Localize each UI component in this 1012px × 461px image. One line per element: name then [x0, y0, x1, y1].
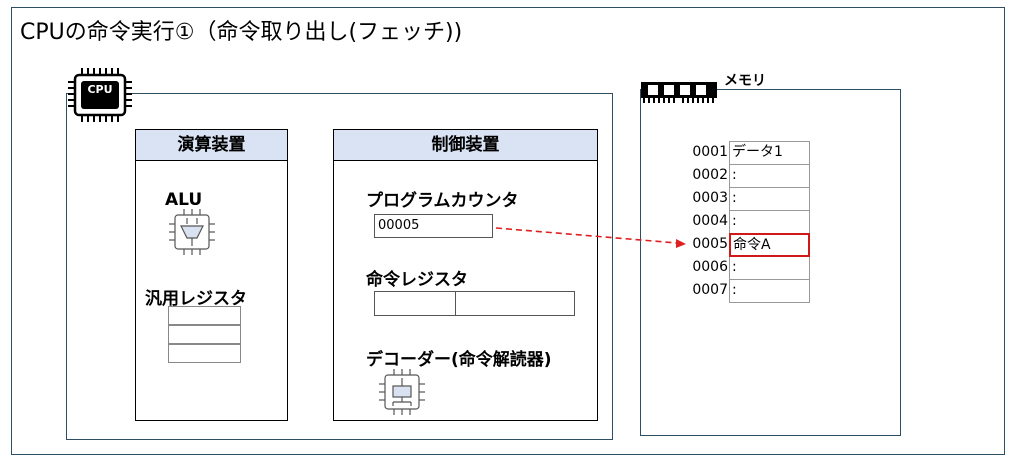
memory-address: 0004	[692, 213, 728, 229]
general-register-label: 汎用レジスタ	[145, 289, 247, 309]
cpu-container	[66, 93, 613, 440]
memory-address: 0002	[692, 167, 728, 183]
alu-chip-icon	[169, 209, 215, 255]
alu-label: ALU	[165, 190, 203, 210]
memory-module-icon	[641, 82, 717, 103]
diagram-frame	[11, 7, 1005, 455]
control-unit-header: 制御装置	[334, 130, 597, 161]
decoder-label: デコーダー(命令解読器)	[366, 350, 552, 370]
memory-label: メモリ	[724, 73, 766, 89]
instruction-register-label: 命令レジスタ	[366, 270, 468, 290]
memory-address: 0005	[692, 236, 728, 252]
instruction-register-operand	[455, 291, 575, 316]
memory-cell: :	[729, 187, 810, 211]
memory-address: 0001	[692, 144, 728, 160]
memory-cell: :	[729, 279, 810, 303]
program-counter-label: プログラムカウンタ	[366, 191, 519, 211]
memory-address: 0003	[692, 190, 728, 206]
cpu-chip-label: CPU	[87, 83, 113, 96]
control-unit-panel: 制御装置	[333, 129, 598, 421]
memory-address: 0006	[692, 259, 728, 275]
memory-cell-highlighted: 命令A	[729, 233, 810, 257]
memory-address: 0007	[692, 282, 728, 298]
arithmetic-unit-header: 演算装置	[136, 130, 287, 161]
arithmetic-unit-panel: 演算装置	[135, 129, 288, 421]
cpu-chip-icon	[68, 68, 132, 122]
instruction-register-opcode	[374, 291, 456, 316]
decoder-chip-icon	[379, 369, 425, 415]
diagram-title: CPUの命令実行①（命令取り出し(フェッチ))	[20, 20, 463, 45]
memory-cell: :	[729, 256, 810, 280]
general-register-row	[168, 325, 241, 344]
memory-container	[640, 89, 901, 436]
general-register-row	[168, 344, 241, 363]
program-counter-value: 00005	[374, 214, 493, 238]
general-register-row	[168, 306, 241, 325]
